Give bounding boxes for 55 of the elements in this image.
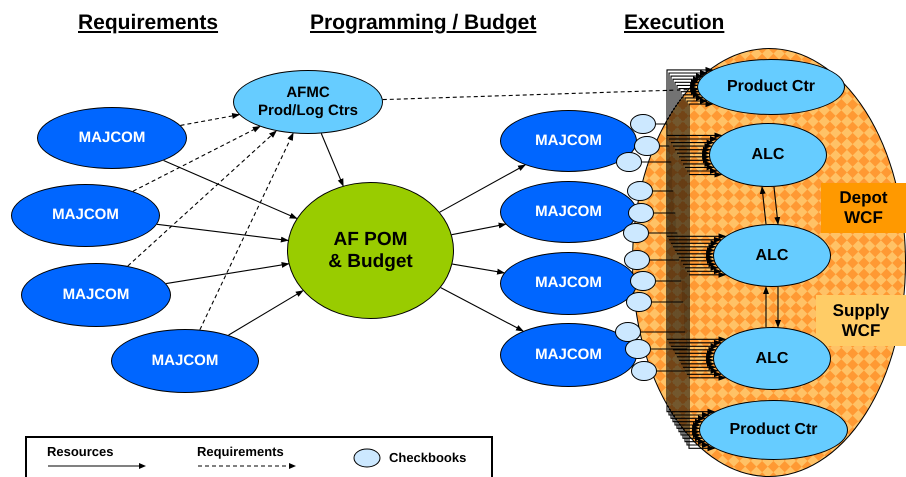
arrow xyxy=(163,160,298,219)
fund-label-box xyxy=(821,183,906,233)
column-heading: Programming / Budget xyxy=(310,10,536,36)
checkbook-ellipse xyxy=(625,339,651,359)
checkbook-ellipse xyxy=(623,223,649,243)
node-label: MAJCOM xyxy=(535,202,602,222)
node-label: ALC xyxy=(756,348,788,368)
checkbook-ellipse xyxy=(634,136,660,156)
node-label: ALC xyxy=(756,246,788,266)
checkbook-ellipse xyxy=(626,292,652,312)
arrow xyxy=(127,130,277,266)
node-label: MAJCOM xyxy=(78,128,146,148)
legend-label: Requirements xyxy=(197,444,284,459)
arrow xyxy=(180,113,240,126)
arrow xyxy=(382,86,698,100)
column-heading: Execution xyxy=(624,10,724,36)
execution-oval xyxy=(632,48,906,477)
node-label: MAJCOM xyxy=(535,344,602,365)
checkbook-ellipse xyxy=(630,114,656,134)
arrow xyxy=(452,264,506,275)
arrow xyxy=(452,222,507,236)
checkbook-ellipse xyxy=(631,361,657,381)
node-label: AFMC Prod/Log Ctrs xyxy=(257,84,359,120)
checkbook-ellipse xyxy=(615,322,641,342)
checkbook-ellipse xyxy=(616,152,642,172)
arrow xyxy=(763,286,769,327)
arrow xyxy=(439,164,526,213)
node-label: MAJCOM xyxy=(62,284,130,305)
node-label: Product Ctr xyxy=(730,420,818,440)
node-label: Supply WCF xyxy=(832,300,890,340)
arrow xyxy=(166,262,290,284)
checkbook-ellipse xyxy=(628,203,654,223)
arrow xyxy=(775,287,781,328)
arrow xyxy=(773,186,780,225)
arrow xyxy=(199,132,294,330)
legend-label: Resources xyxy=(47,444,114,459)
legend-label: Checkbooks xyxy=(389,449,466,468)
arrow xyxy=(320,133,344,187)
arrow xyxy=(228,290,304,336)
fund-label-box xyxy=(816,295,906,346)
node-label: Product Ctr xyxy=(727,77,815,97)
arrow xyxy=(156,224,289,243)
node-label: MAJCOM xyxy=(535,130,602,151)
node-label: MAJCOM xyxy=(535,273,602,294)
arrow xyxy=(760,186,767,224)
node-label: AF POM & Budget xyxy=(327,228,414,272)
node-label: MAJCOM xyxy=(52,205,119,226)
node-label: ALC xyxy=(752,145,784,165)
arrow xyxy=(132,126,261,192)
column-heading: Requirements xyxy=(78,10,218,36)
checkbook-ellipse xyxy=(624,250,650,270)
node-label: Depot WCF xyxy=(838,188,889,228)
node-label: MAJCOM xyxy=(152,350,218,371)
arrow xyxy=(440,287,524,332)
checkbook-ellipse xyxy=(627,181,653,201)
